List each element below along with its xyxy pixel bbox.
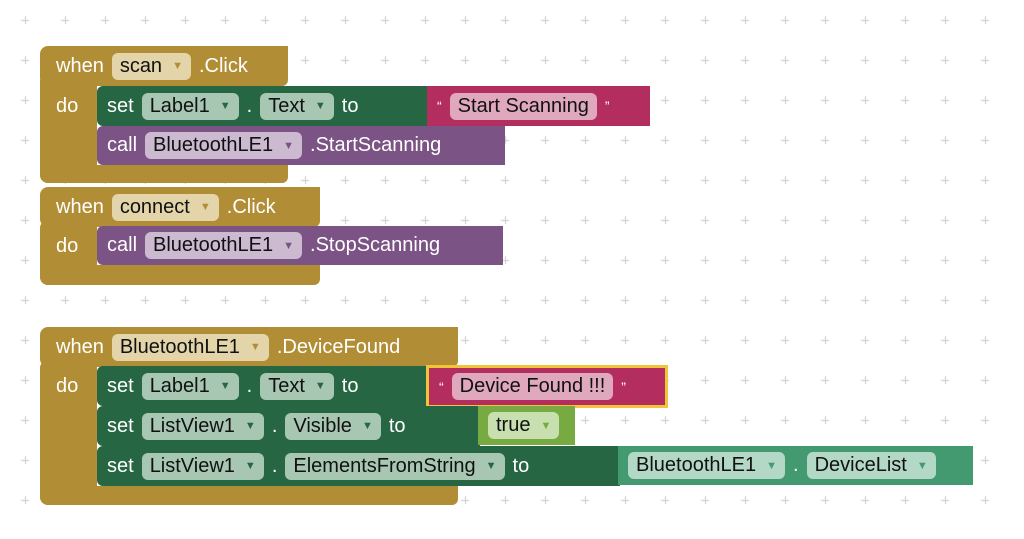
component-dropdown[interactable]: ListView1 ▼: [141, 452, 264, 480]
getter-devicelist-block[interactable]: BluetoothLE1 ▼ . DeviceList ▼: [618, 446, 973, 485]
boolean-block[interactable]: true ▼: [478, 406, 575, 445]
open-quote: “: [437, 98, 442, 114]
when-label: when: [56, 195, 104, 218]
set-label: set: [107, 94, 134, 117]
dropdown-arrow-icon: ▼: [219, 100, 231, 112]
when-label: when: [56, 54, 104, 77]
dropdown-value: Visible: [293, 414, 352, 437]
dropdown-arrow-icon: ▼: [283, 239, 295, 252]
dot: .: [793, 454, 799, 476]
boolean-dropdown[interactable]: true ▼: [488, 412, 560, 439]
dropdown-value: Text: [268, 94, 305, 117]
dropdown-value: BluetoothLE1: [636, 454, 757, 476]
set-label: set: [107, 414, 134, 437]
component-dropdown[interactable]: BluetoothLE1 ▼: [145, 132, 303, 159]
dot: .: [271, 414, 278, 437]
set-label1-text-block[interactable]: set Label1 ▼ . Text ▼ to: [97, 86, 430, 126]
dropdown-value: BluetoothLE1: [153, 134, 274, 156]
method-name: .StartScanning: [310, 134, 442, 156]
dropdown-value: ElementsFromString: [293, 454, 476, 477]
to-label: to: [388, 414, 406, 437]
dropdown-arrow-icon: ▼: [314, 100, 326, 112]
dropdown-arrow-icon: ▼: [199, 201, 211, 213]
dropdown-arrow-icon: ▼: [244, 460, 256, 472]
when-label: when: [56, 335, 104, 358]
dot: .: [246, 94, 253, 117]
close-quote: ”: [604, 98, 610, 114]
text-field[interactable]: Start Scanning: [449, 92, 597, 120]
do-label: do: [56, 374, 79, 397]
event-name: .DeviceFound: [276, 335, 401, 358]
dropdown-value: DeviceList: [814, 454, 907, 476]
open-quote: “: [439, 378, 444, 395]
dropdown-value: ListView1: [149, 454, 235, 477]
component-dropdown[interactable]: connect ▼: [111, 193, 219, 221]
property-dropdown[interactable]: Visible ▼: [285, 412, 381, 440]
dropdown-value: connect: [119, 195, 190, 218]
close-quote: ”: [621, 378, 626, 395]
do-label: do: [56, 94, 79, 117]
property-dropdown[interactable]: Text ▼: [260, 372, 334, 400]
dot: .: [246, 374, 253, 397]
component-dropdown[interactable]: Label1 ▼: [141, 372, 239, 400]
component-dropdown[interactable]: BluetoothLE1 ▼: [145, 232, 303, 259]
set-label: set: [107, 454, 134, 477]
text-string-block[interactable]: “ Start Scanning ”: [427, 86, 650, 126]
to-label: to: [341, 94, 359, 117]
dropdown-value: Label1: [149, 374, 210, 397]
dropdown-value: scan: [119, 54, 163, 77]
component-dropdown[interactable]: ListView1 ▼: [141, 412, 264, 440]
dropdown-value: true: [496, 414, 531, 436]
dropdown-arrow-icon: ▼: [540, 419, 552, 432]
dropdown-arrow-icon: ▼: [283, 139, 295, 152]
event-name: .Click: [198, 54, 248, 77]
dropdown-arrow-icon: ▼: [361, 420, 373, 432]
component-dropdown[interactable]: BluetoothLE1 ▼: [628, 452, 785, 479]
property-dropdown[interactable]: DeviceList ▼: [806, 452, 936, 479]
set-label: set: [107, 374, 134, 397]
call-stop-scanning-block[interactable]: call BluetoothLE1 ▼ .StopScanning: [97, 226, 503, 265]
dropdown-value: BluetoothLE1: [153, 234, 274, 256]
property-dropdown[interactable]: Text ▼: [260, 92, 334, 120]
property-dropdown[interactable]: ElementsFromString ▼: [285, 452, 505, 480]
text-string-block-selected[interactable]: “ Device Found !!! ”: [426, 365, 668, 408]
component-dropdown[interactable]: Label1 ▼: [141, 92, 239, 120]
set-listview-elements-block[interactable]: set ListView1 ▼ . ElementsFromString ▼ to: [97, 446, 620, 486]
set-label1-text-block[interactable]: set Label1 ▼ . Text ▼ to: [97, 366, 430, 406]
dropdown-arrow-icon: ▼: [916, 459, 928, 472]
dropdown-arrow-icon: ▼: [485, 460, 497, 472]
dropdown-arrow-icon: ▼: [314, 380, 326, 392]
set-listview-visible-block[interactable]: set ListView1 ▼ . Visible ▼ to: [97, 406, 480, 446]
to-label: to: [341, 374, 359, 397]
dropdown-arrow-icon: ▼: [766, 459, 777, 472]
call-start-scanning-block[interactable]: call BluetoothLE1 ▼ .StartScanning: [97, 126, 505, 165]
dropdown-value: BluetoothLE1: [119, 335, 240, 358]
component-dropdown[interactable]: scan ▼: [111, 52, 191, 80]
do-label: do: [56, 234, 79, 257]
event-name: .Click: [226, 195, 276, 218]
call-label: call: [107, 234, 138, 256]
dropdown-value: Text: [268, 374, 305, 397]
dot: .: [271, 454, 278, 477]
component-dropdown[interactable]: BluetoothLE1 ▼: [111, 333, 269, 361]
dropdown-arrow-icon: ▼: [172, 60, 183, 72]
dropdown-arrow-icon: ▼: [244, 420, 256, 432]
dropdown-value: ListView1: [149, 414, 235, 437]
method-name: .StopScanning: [310, 234, 441, 256]
text-field[interactable]: Device Found !!!: [451, 373, 614, 400]
dropdown-arrow-icon: ▼: [219, 380, 231, 392]
dropdown-value: Label1: [149, 94, 210, 117]
dropdown-arrow-icon: ▼: [249, 341, 261, 353]
to-label: to: [512, 454, 530, 477]
call-label: call: [107, 134, 138, 156]
